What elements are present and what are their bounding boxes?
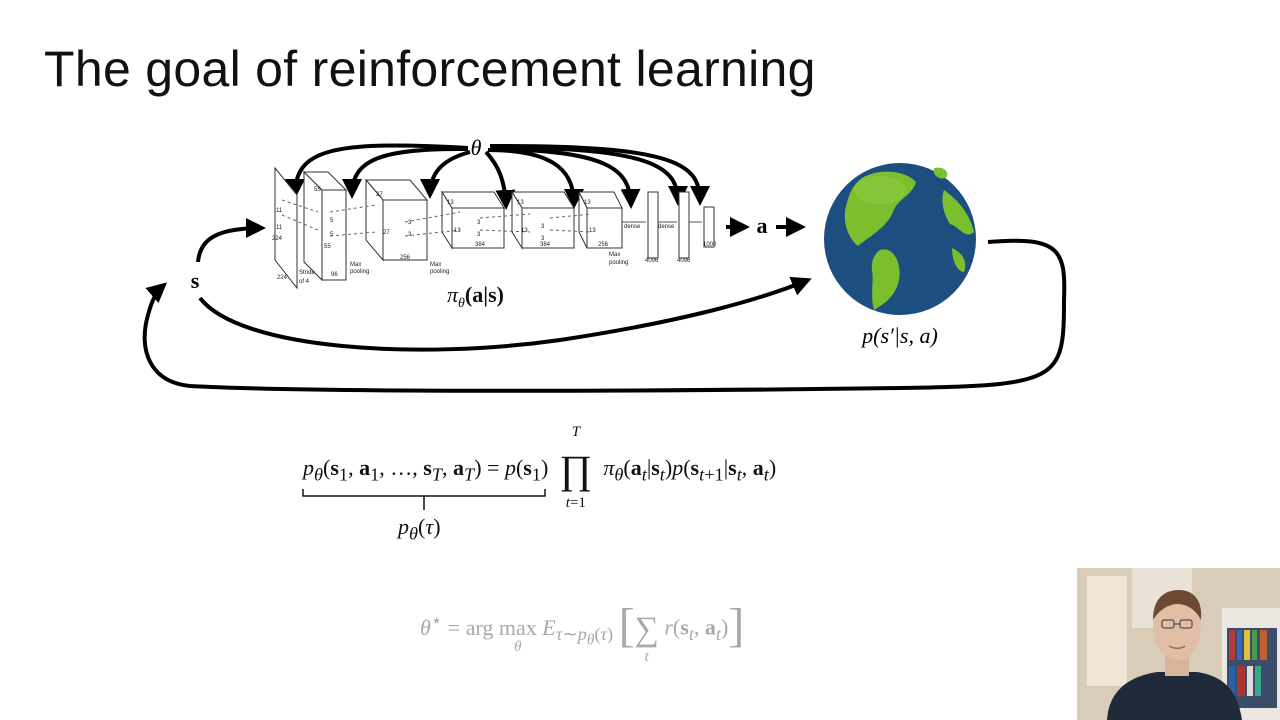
trajectory-brace-label: pθ(τ) bbox=[398, 514, 441, 544]
conv2-dim-a: 27 bbox=[376, 192, 383, 198]
input-dim-a: 11 bbox=[276, 208, 283, 214]
slide-title: The goal of reinforcement learning bbox=[44, 41, 816, 97]
maxpool3-max: Max bbox=[609, 252, 620, 258]
conv1-dim-b: 55 bbox=[324, 244, 331, 250]
input-dim-c: 224 bbox=[272, 236, 283, 242]
conv2-dim-b: 27 bbox=[383, 230, 390, 236]
stride-of-label: of 4 bbox=[299, 279, 310, 285]
dynamics-label: p(s′|s, a) bbox=[860, 323, 938, 348]
maxpool1-max: Max bbox=[350, 262, 361, 268]
network-labels: 11 11 224 224 Stride of 4 55 55 96 Max p… bbox=[272, 187, 717, 285]
conv4-kernel-b: 3 bbox=[477, 232, 481, 238]
conv4-kernel-a: 3 bbox=[477, 220, 481, 226]
state-to-world-arrow bbox=[198, 276, 812, 352]
state-symbol: s bbox=[191, 268, 200, 293]
conv5-kernel-a: 3 bbox=[541, 224, 545, 230]
trajectory-lhs: pθ(s1, a1, …, sT, aT) bbox=[303, 455, 482, 485]
world-to-state-loop bbox=[142, 238, 1067, 393]
policy-label: πθ(a|s) bbox=[447, 282, 504, 311]
conv3-dim-a: 13 bbox=[447, 200, 454, 206]
dense-label-2: dense bbox=[658, 224, 675, 230]
fc-size-2: 4096 bbox=[677, 258, 691, 264]
conv4-dim-a: 13 bbox=[517, 200, 524, 206]
state-to-network-arrow bbox=[196, 218, 266, 263]
conv5-dim-a: 13 bbox=[584, 200, 591, 206]
theta-symbol: θ bbox=[471, 135, 482, 160]
presenter-video-frame bbox=[1077, 568, 1280, 720]
maxpool3-pooling: pooling bbox=[609, 260, 628, 266]
theta-arrows bbox=[285, 143, 710, 210]
dense-label-1: dense bbox=[624, 224, 641, 230]
maxpool2-max: Max bbox=[430, 262, 441, 268]
earth-globe-icon bbox=[824, 163, 976, 315]
presenter-webcam bbox=[1077, 568, 1280, 720]
conv4-dim-b: 13 bbox=[521, 228, 528, 234]
conv2-kernel-b: 5 bbox=[330, 232, 334, 238]
conv2-dim-c: 256 bbox=[400, 255, 411, 261]
conv1-dim-c: 96 bbox=[331, 272, 338, 278]
maxpool2-pooling: pooling bbox=[430, 269, 449, 275]
input-dim-b: 11 bbox=[276, 225, 283, 231]
conv5-dim-c: 256 bbox=[598, 242, 609, 248]
conv3-kernel-b: 3 bbox=[408, 232, 412, 238]
underbrace bbox=[302, 489, 546, 510]
conv3-kernel-a: 3 bbox=[408, 220, 412, 226]
stride-label: Stride bbox=[299, 270, 315, 276]
input-dim-d: 224 bbox=[277, 275, 288, 281]
trajectory-equation: pθ(s1, a1, …, sT, aT) = p(s1) T ∏ t=1 πθ… bbox=[303, 424, 777, 511]
conv5-dim-b: 13 bbox=[589, 228, 596, 234]
conv3-dim-c: 384 bbox=[475, 242, 486, 248]
policy-network bbox=[274, 166, 715, 290]
trajectory-rhs-start: = p(s1) bbox=[487, 455, 549, 485]
action-symbol: a bbox=[757, 213, 768, 238]
conv3-dim-b: 13 bbox=[454, 228, 461, 234]
product-operator: T ∏ t=1 bbox=[559, 424, 593, 511]
maxpool1-pooling: pooling bbox=[350, 269, 369, 275]
fc-size-1: 4096 bbox=[645, 258, 659, 264]
conv2-kernel-a: 5 bbox=[330, 218, 334, 224]
conv5-kernel-b: 3 bbox=[541, 236, 545, 242]
conv4-dim-c: 384 bbox=[540, 242, 551, 248]
trajectory-rhs-end: πθ(at|st)p(st+1|st, at) bbox=[603, 455, 777, 485]
conv1-dim-a: 55 bbox=[314, 187, 321, 193]
fc-size-3: 1000 bbox=[703, 242, 717, 248]
